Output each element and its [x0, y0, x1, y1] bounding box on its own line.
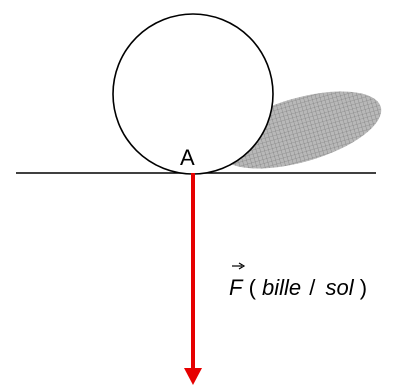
- force-close-paren: ): [360, 275, 367, 300]
- point-a-label: A: [180, 145, 195, 170]
- force-subject: bille: [262, 275, 301, 300]
- force-vector-arrow-tip-icon: [238, 262, 246, 270]
- force-open-paren: (: [249, 275, 257, 300]
- force-arrowhead: [184, 368, 202, 385]
- force-object: sol: [326, 275, 355, 300]
- ball-shadow: [218, 91, 382, 169]
- svg-text:F ( bille /: F ( bille / sol ): [229, 275, 367, 300]
- force-separator: /: [309, 275, 316, 300]
- force-symbol: F: [229, 275, 244, 300]
- force-label-group: F ( bille / sol ): [229, 262, 367, 300]
